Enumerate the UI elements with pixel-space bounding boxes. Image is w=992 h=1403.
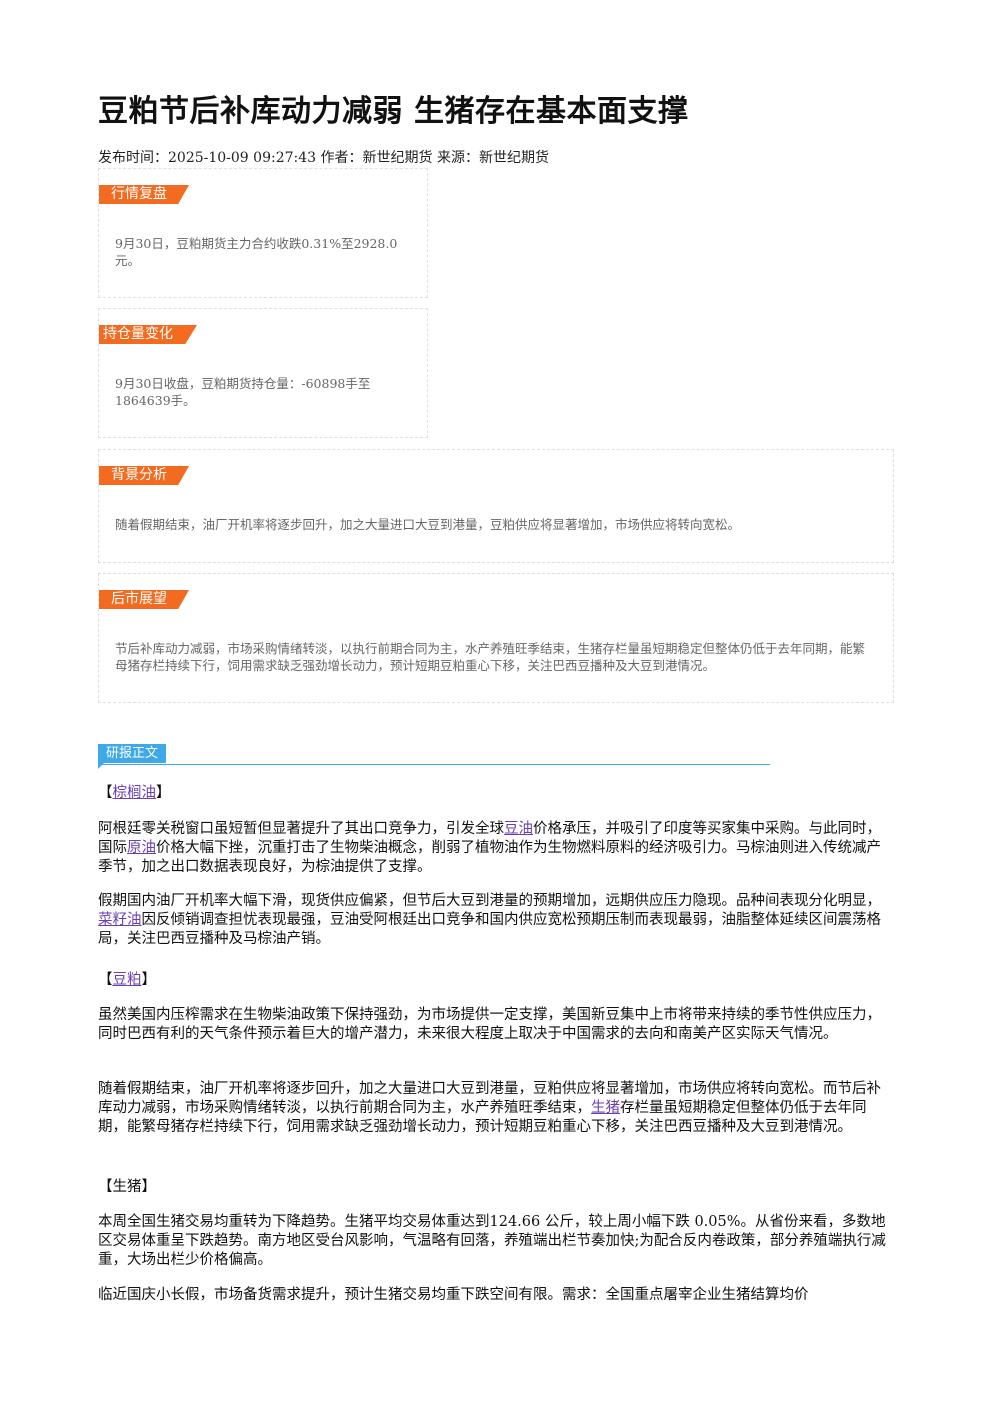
open-interest-box: 持仓量变化 9月30日收盘，豆粕期货持仓量：-60898手至1864639手。 bbox=[98, 308, 428, 438]
p1-text-a: 阿根廷零关税窗口虽短暂但显著提升了其出口竞争力，引发全球 bbox=[98, 821, 504, 837]
paragraph-1: 阿根廷零关税窗口虽短暂但显著提升了其出口竞争力，引发全球豆油价格承压，并吸引了印… bbox=[98, 820, 892, 877]
bracket-open: 【 bbox=[98, 785, 113, 801]
open-interest-text: 9月30日收盘，豆粕期货持仓量：-60898手至1864639手。 bbox=[115, 376, 371, 408]
background-analysis-box: 背景分析 随着假期结束，油厂开机率将逐步回升，加之大量进口大豆到港量，豆粕供应将… bbox=[98, 449, 894, 563]
bracket-open: 【 bbox=[98, 972, 113, 988]
p2-text-a: 假期国内油厂开机率大幅下滑，现货供应偏紧，但节后大豆到港量的预期增加，远期供应压… bbox=[98, 893, 881, 909]
soybean-meal-link[interactable]: 豆粕 bbox=[112, 972, 142, 988]
market-review-tag: 行情复盘 bbox=[99, 185, 189, 204]
report-body-tag: 研报正文 bbox=[98, 744, 167, 763]
live-hog-heading: 【生猪】 bbox=[98, 1179, 156, 1195]
p4-text-b: 存栏量虽短期稳定但整体仍低于去年同期，能繁母猪存栏持续下行，饲用需求缺乏强劲增长… bbox=[98, 1100, 867, 1135]
paragraph-6: 临近国庆小长假，市场备货需求提升，预计生猪交易均重下跌空间有限。需求：全国重点屠… bbox=[98, 1287, 809, 1303]
paragraph-5: 本周全国生猪交易均重转为下降趋势。生猪平均交易体重达到124.66 公斤，较上周… bbox=[98, 1214, 886, 1268]
soybean-oil-link[interactable]: 豆油 bbox=[504, 821, 533, 837]
open-interest-tag: 持仓量变化 bbox=[99, 325, 197, 344]
article-title: 豆粕节后补库动力减弱 生猪存在基本面支撑 bbox=[98, 94, 689, 129]
paragraph-4: 随着假期结束，油厂开机率将逐步回升，加之大量进口大豆到港量，豆粕供应将显著增加，… bbox=[98, 1080, 892, 1137]
background-analysis-text: 随着假期结束，油厂开机率将逐步回升，加之大量进口大豆到港量，豆粕供应将显著增加，… bbox=[115, 517, 741, 532]
crude-oil-link[interactable]: 原油 bbox=[127, 840, 156, 856]
rapeseed-oil-link[interactable]: 菜籽油 bbox=[98, 912, 142, 928]
paragraph-3: 虽然美国内压榨需求在生物柴油政策下保持强劲，为市场提供一定支撑，美国新豆集中上市… bbox=[98, 1007, 881, 1042]
report-body-tag-tail bbox=[98, 763, 104, 769]
outlook-box: 后市展望 节后补库动力减弱，市场采购情绪转淡，以执行前期合同为主，水产养殖旺季结… bbox=[98, 573, 894, 703]
soybean-meal-heading: 【豆粕】 bbox=[98, 968, 156, 989]
paragraph-2: 假期国内油厂开机率大幅下滑，现货供应偏紧，但节后大豆到港量的预期增加，远期供应压… bbox=[98, 892, 892, 949]
p1-text-b: 价格承压，并吸引了印度等买家集中采购。与此同时，国际 bbox=[98, 821, 881, 856]
background-analysis-tag: 背景分析 bbox=[99, 466, 189, 485]
outlook-tag: 后市展望 bbox=[99, 590, 189, 609]
p1-text-c: 价格大幅下挫，沉重打击了生物柴油概念，削弱了植物油作为生物燃料原料的经济吸引力。… bbox=[98, 840, 881, 875]
outlook-text: 节后补库动力减弱，市场采购情绪转淡，以执行前期合同为主，水产养殖旺季结束，生猪存… bbox=[115, 641, 866, 673]
market-review-box: 行情复盘 9月30日，豆粕期货主力合约收跌0.31%至2928.0元。 bbox=[98, 168, 428, 298]
p4-text-a: 随着假期结束，油厂开机率将逐步回升，加之大量进口大豆到港量，豆粕供应将显著增加，… bbox=[98, 1081, 881, 1116]
bracket-close: 】 bbox=[141, 972, 157, 988]
p2-text-b: 因反倾销调查担忧表现最强，豆油受阿根廷出口竞争和国内供应宽松预期压制而表现最弱，… bbox=[98, 912, 881, 947]
report-body-header: 研报正文 bbox=[98, 744, 770, 769]
palm-oil-heading: 【棕榈油】 bbox=[98, 781, 171, 802]
article-meta: 发布时间：2025-10-09 09:27:43 作者：新世纪期货 来源：新世纪… bbox=[98, 150, 549, 166]
palm-oil-link[interactable]: 棕榈油 bbox=[112, 785, 157, 801]
market-review-text: 9月30日，豆粕期货主力合约收跌0.31%至2928.0元。 bbox=[115, 236, 398, 268]
live-hog-link[interactable]: 生猪 bbox=[591, 1100, 620, 1116]
bracket-close: 】 bbox=[156, 785, 171, 801]
